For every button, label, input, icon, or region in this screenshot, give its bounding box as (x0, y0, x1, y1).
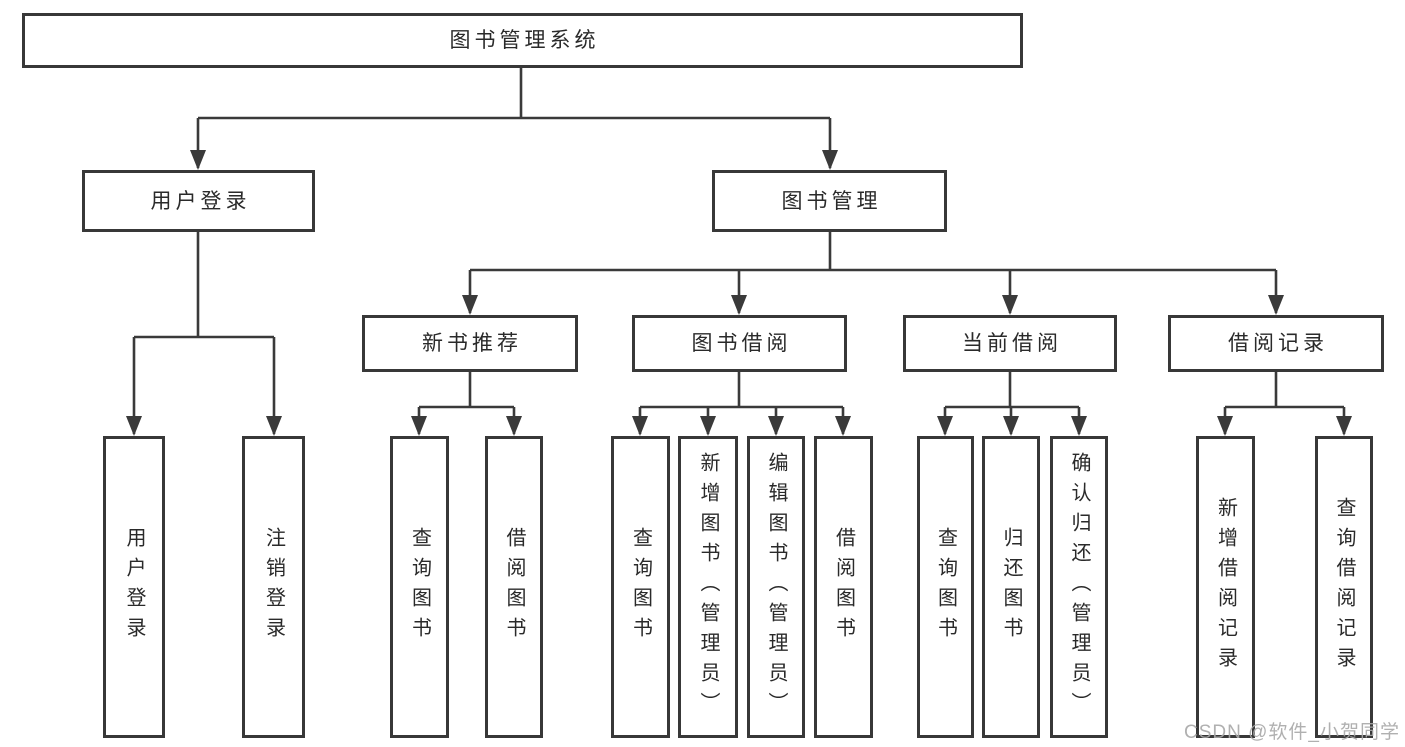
connector-user-login-branch (132, 232, 276, 434)
leaf-return-books: 归还图书 (982, 436, 1040, 738)
leaf-logout: 注销登录 (242, 436, 305, 738)
leaf-confirm-return-admin: 确认归还（管理员） (1050, 436, 1108, 738)
leaf-query-books-borrow-label: 查询图书 (629, 527, 652, 647)
connector-root-to-level1 (196, 67, 832, 168)
leaf-borrow-books-label: 借阅图书 (832, 527, 855, 647)
leaf-query-books-current: 查询图书 (917, 436, 974, 738)
leaf-confirm-return-admin-label: 确认归还（管理员） (1068, 452, 1090, 722)
connector-book-borrow-branch (638, 372, 845, 434)
connector-book-management-branch (468, 232, 1278, 313)
node-new-book-recommend: 新书推荐 (362, 315, 578, 372)
leaf-edit-book-admin: 编辑图书（管理员） (747, 436, 805, 738)
node-borrow-records: 借阅记录 (1168, 315, 1384, 372)
node-book-management: 图书管理 (712, 170, 947, 232)
leaf-edit-book-admin-label: 编辑图书（管理员） (765, 452, 787, 722)
leaf-add-book-admin: 新增图书（管理员） (678, 436, 738, 738)
leaf-add-book-admin-label: 新增图书（管理员） (697, 452, 719, 722)
leaf-add-borrow-record: 新增借阅记录 (1196, 436, 1255, 738)
leaf-query-borrow-record: 查询借阅记录 (1315, 436, 1373, 738)
csdn-watermark: CSDN @软件_小贺同学 (1184, 722, 1400, 743)
leaf-user-login: 用户登录 (103, 436, 165, 738)
node-root-book-management-system: 图书管理系统 (22, 13, 1023, 68)
leaf-user-login-label: 用户登录 (123, 527, 145, 647)
leaf-return-books-label: 归还图书 (1000, 527, 1022, 647)
leaf-borrow-books-recommend-label: 借阅图书 (503, 527, 525, 647)
node-user-login: 用户登录 (82, 170, 315, 232)
leaf-add-borrow-record-label: 新增借阅记录 (1214, 497, 1237, 677)
leaf-query-books-recommend-label: 查询图书 (408, 527, 431, 647)
leaf-query-borrow-record-label: 查询借阅记录 (1333, 497, 1355, 677)
arrowhead-icons (126, 150, 1352, 436)
leaf-query-books-recommend: 查询图书 (390, 436, 449, 738)
leaf-query-books-borrow: 查询图书 (611, 436, 670, 738)
leaf-borrow-books-recommend: 借阅图书 (485, 436, 543, 738)
connector-borrow-records-branch (1223, 372, 1346, 434)
connector-new-books-branch (417, 372, 516, 434)
node-book-borrow: 图书借阅 (632, 315, 847, 372)
node-current-borrow: 当前借阅 (903, 315, 1117, 372)
leaf-logout-label: 注销登录 (262, 527, 285, 647)
leaf-query-books-current-label: 查询图书 (934, 527, 957, 647)
leaf-borrow-books: 借阅图书 (814, 436, 873, 738)
